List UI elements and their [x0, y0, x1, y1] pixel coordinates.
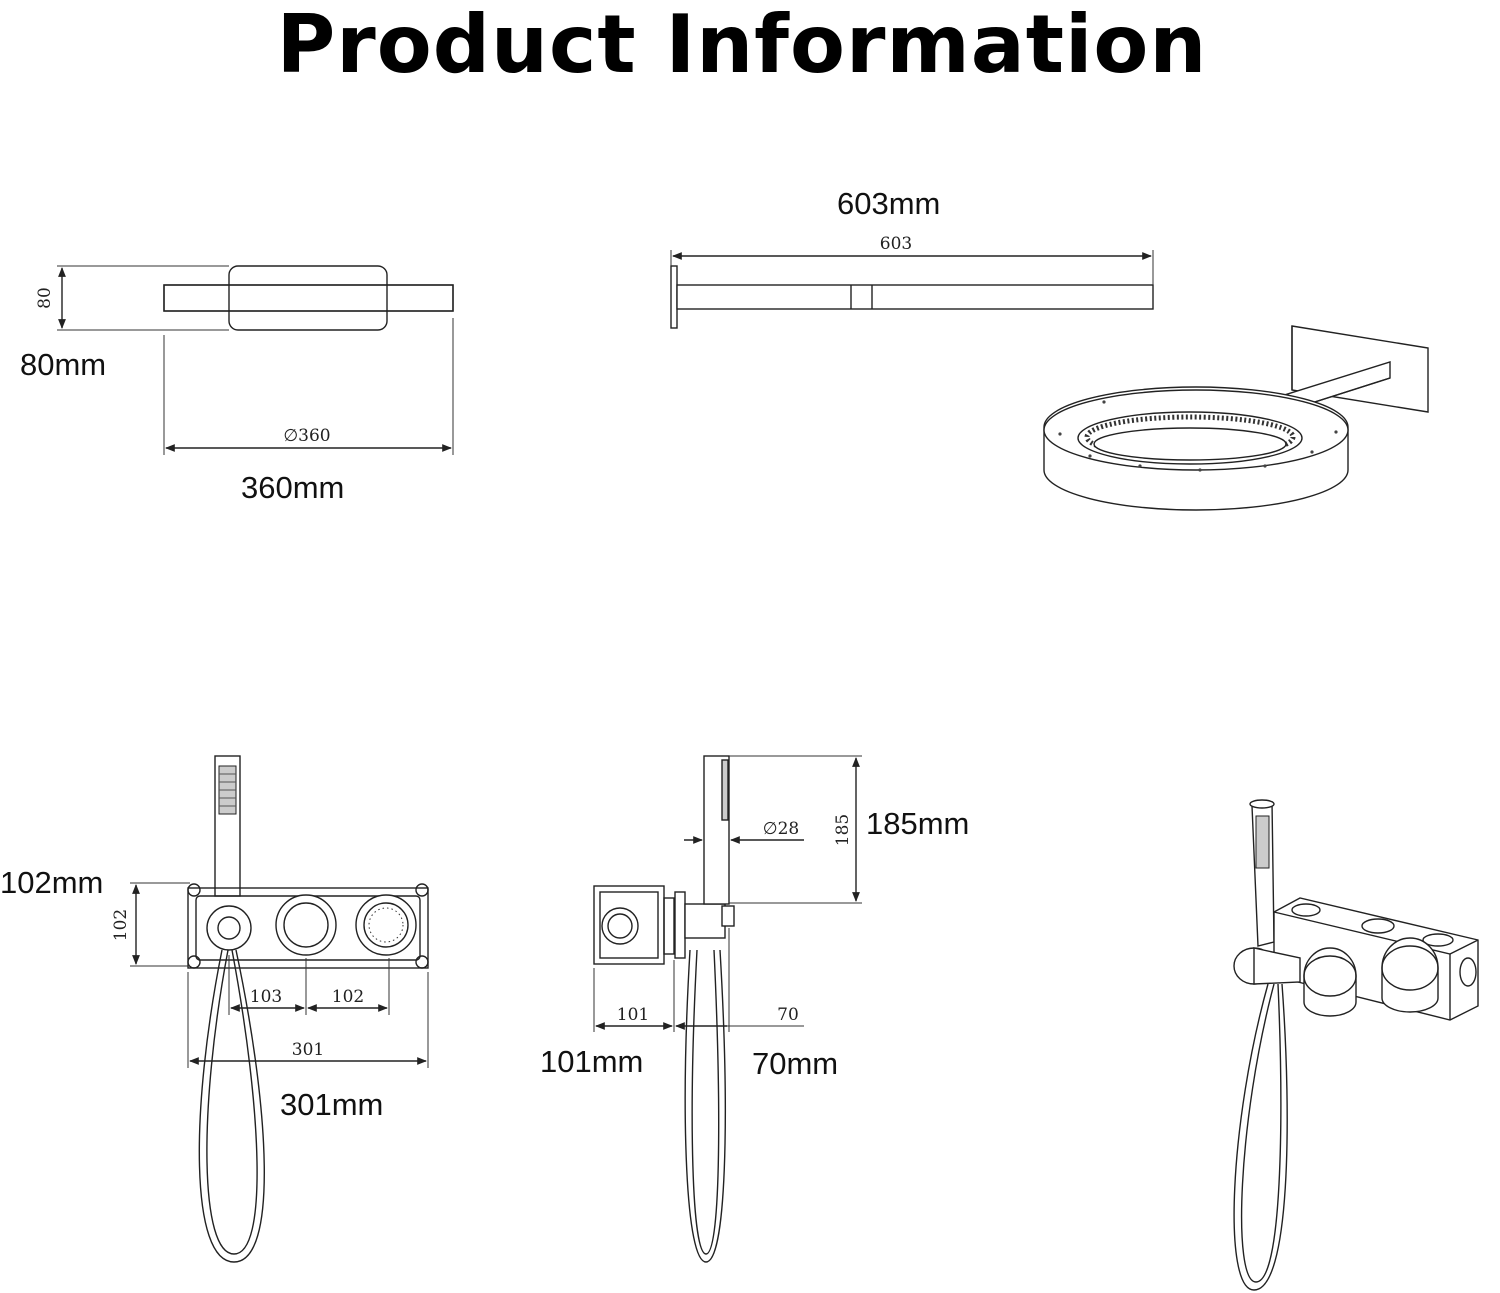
- trim-depth-label: 70mm: [752, 1046, 838, 1081]
- box-depth-dim: 101: [617, 1005, 649, 1025]
- valve-spacing-1-dim: 103: [250, 987, 282, 1007]
- handshower-diameter-dim: ∅28: [763, 819, 799, 839]
- head-height-dim: 80: [35, 287, 55, 309]
- valve-front-view: 102 103 102 301: [111, 755, 429, 1263]
- handshower-height-label: 185mm: [866, 806, 969, 841]
- trim-depth-dim: 70: [777, 1005, 799, 1025]
- valve-3d-view: [1233, 799, 1479, 1291]
- valve-side-view: 185 ∅28 101 70: [593, 755, 862, 1263]
- valve-width-label: 301mm: [280, 1087, 383, 1122]
- handshower-height-dim: 185: [833, 814, 853, 846]
- shower-head-side-view: 80 ∅360: [35, 265, 454, 455]
- valve-height-label: 102mm: [0, 865, 103, 900]
- valve-spacing-2-dim: 102: [332, 987, 364, 1007]
- head-diameter-dim: ∅360: [283, 426, 330, 446]
- arm-length-label: 603mm: [837, 186, 940, 221]
- shower-arm-side-view: 603: [670, 234, 1154, 329]
- ring-shower-head-3d: [1043, 325, 1429, 511]
- page-title: Product Information: [277, 0, 1208, 91]
- box-depth-label: 101mm: [540, 1044, 643, 1079]
- head-height-label: 80mm: [20, 347, 106, 382]
- valve-width-dim: 301: [292, 1040, 324, 1060]
- arm-length-dim: 603: [880, 234, 912, 254]
- head-diameter-label: 360mm: [241, 470, 344, 505]
- valve-height-dim: 102: [111, 909, 131, 941]
